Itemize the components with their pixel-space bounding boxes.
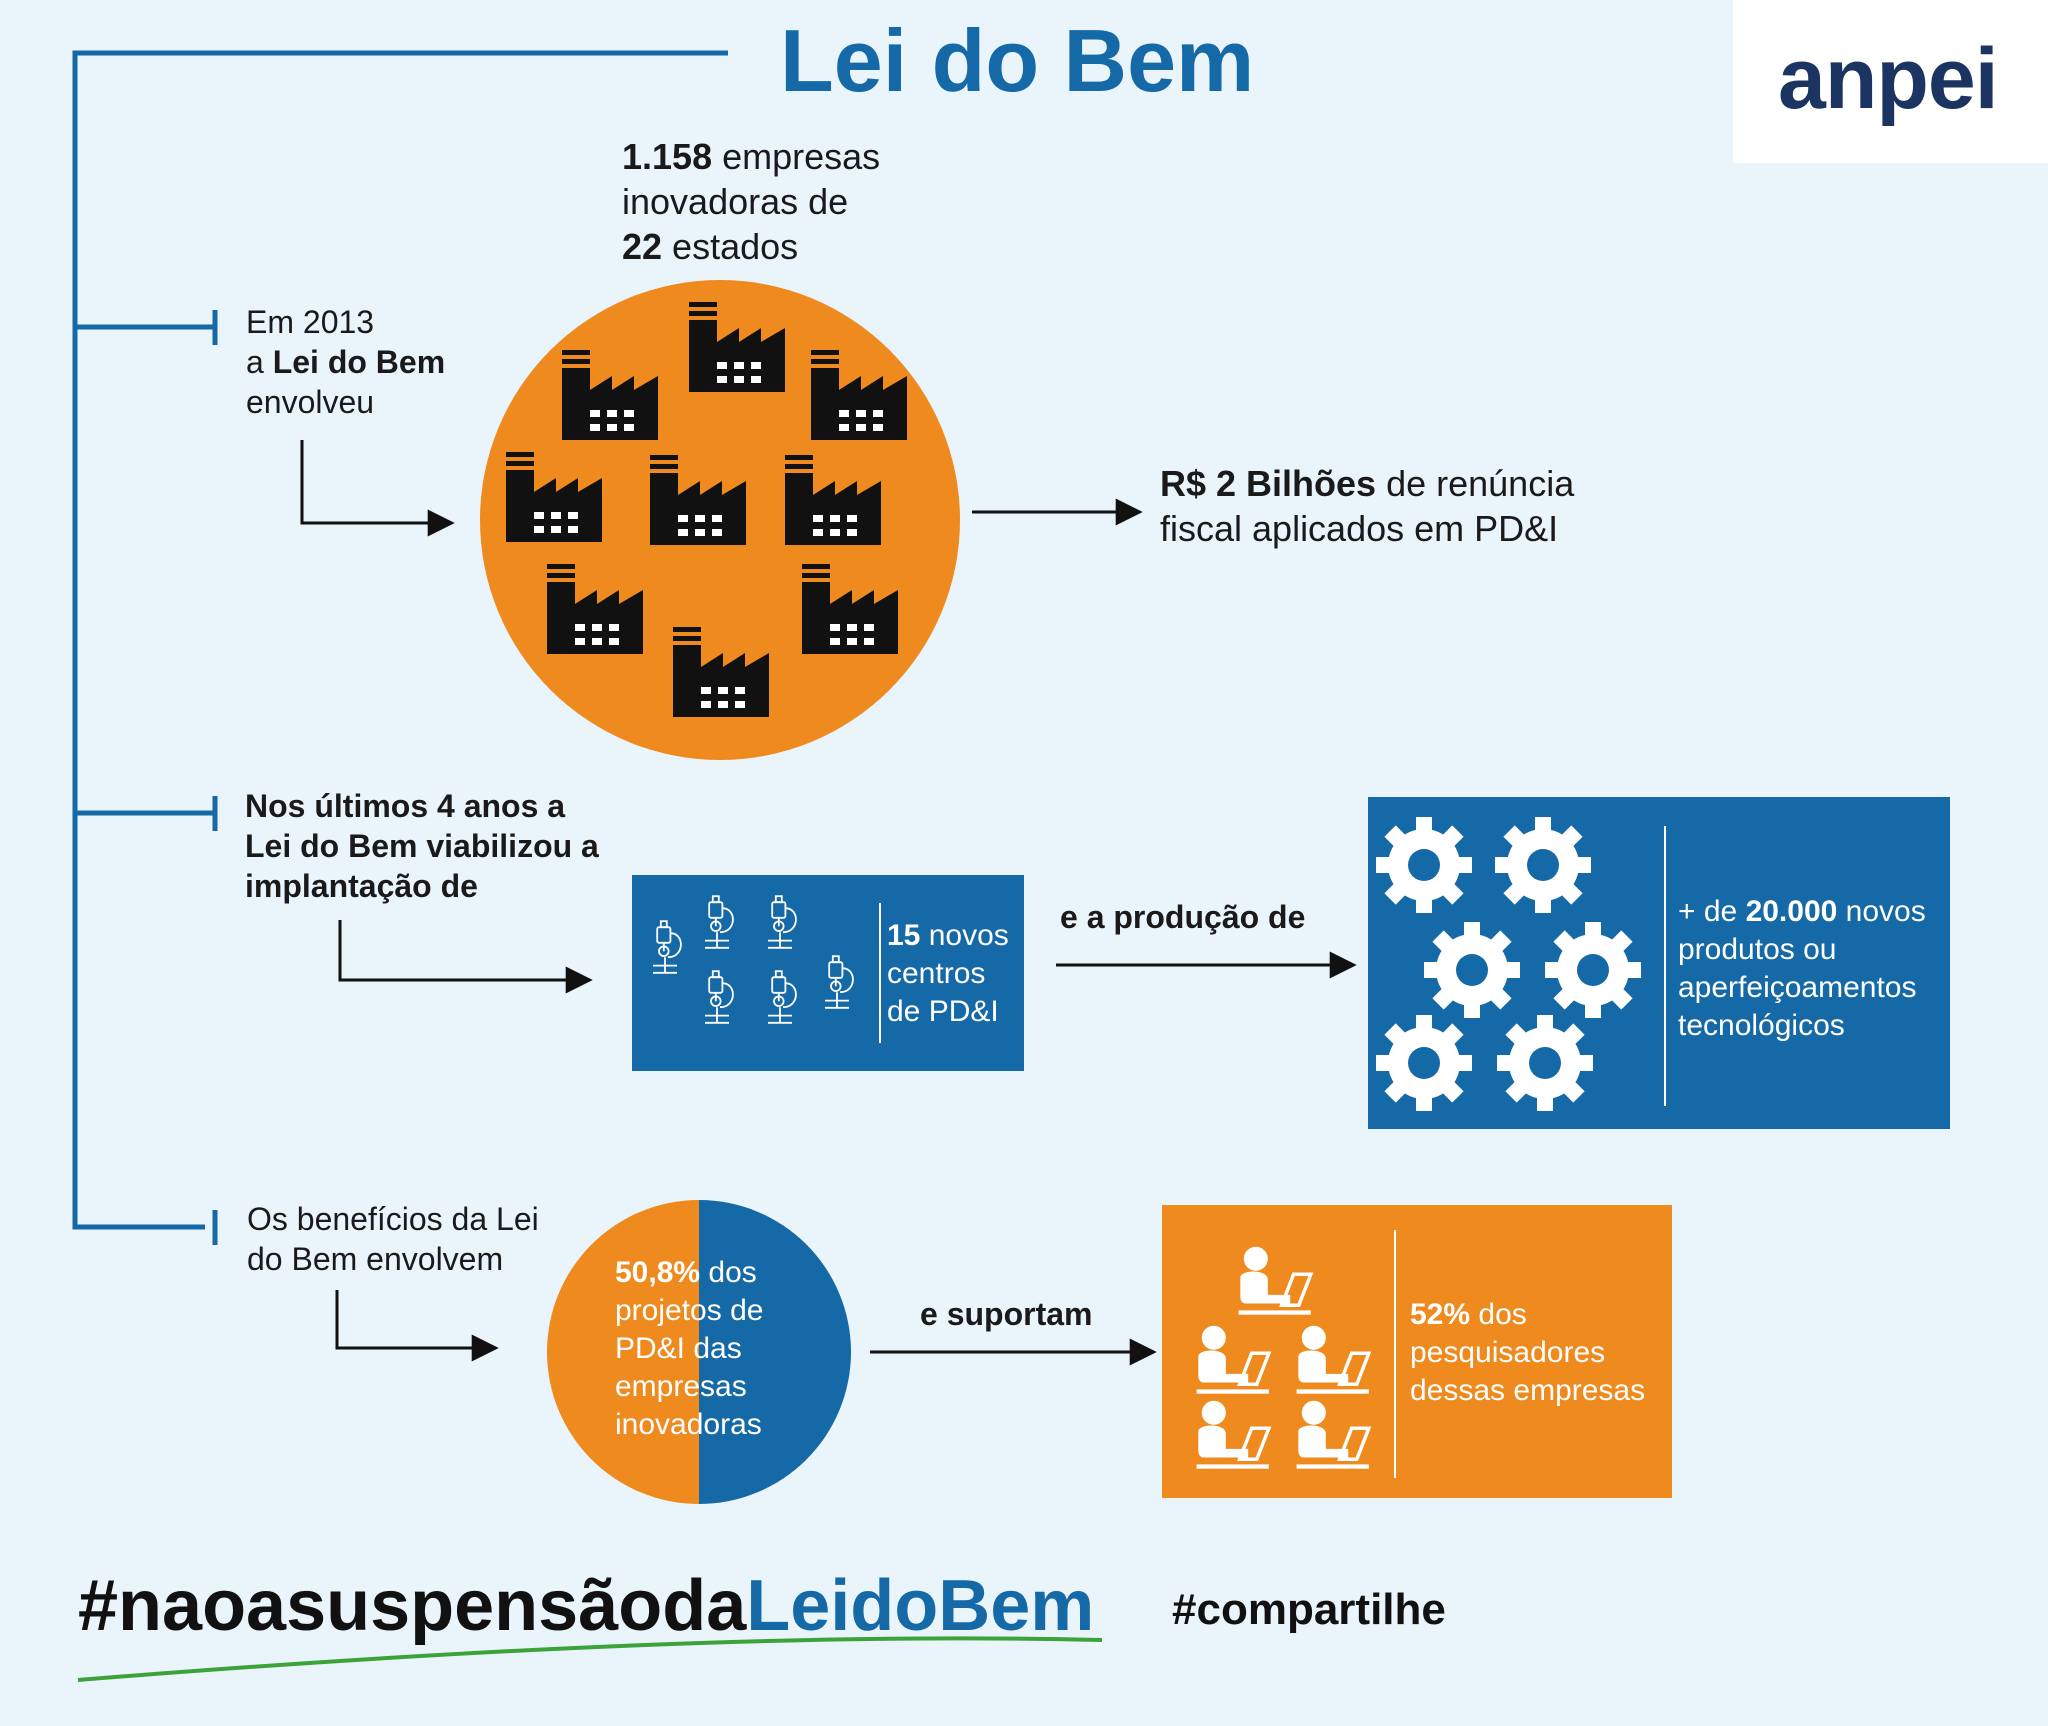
- tax-waiver-text: R$ 2 Bilhões de renúncia fiscal aplicado…: [1160, 463, 1575, 549]
- section1-intro: Em 2013 a Lei do Bem envolveu: [246, 304, 446, 420]
- logo-box: [1733, 0, 2048, 163]
- share-hashtag[interactable]: #compartilhe: [1172, 1585, 1446, 1634]
- production-connector: e a produção de: [1060, 899, 1306, 935]
- anpei-logo: anpei: [1778, 31, 1999, 127]
- projects-text: 50,8% dos projetos de PD&I das empresas …: [615, 1256, 764, 1441]
- products-text: + de 20.000 novos produtos ou aperfeiçoa…: [1678, 895, 1926, 1042]
- centers-text: 15 novos centros de PD&I: [887, 919, 1009, 1028]
- researchers-text: 52% dos pesquisadores dessas empresas: [1410, 1298, 1646, 1407]
- campaign-hashtag[interactable]: #naoasuspensãodaLeidoBem: [78, 1566, 1095, 1646]
- section2-intro: Nos últimos 4 anos a Lei do Bem viabiliz…: [245, 788, 599, 904]
- page-title: Lei do Bem: [780, 11, 1255, 110]
- support-connector: e suportam: [920, 1296, 1093, 1332]
- section3-intro: Os benefícios da Lei do Bem envolvem: [247, 1201, 539, 1277]
- companies-text: 1.158 empresas inovadoras de 22 estados: [622, 136, 881, 267]
